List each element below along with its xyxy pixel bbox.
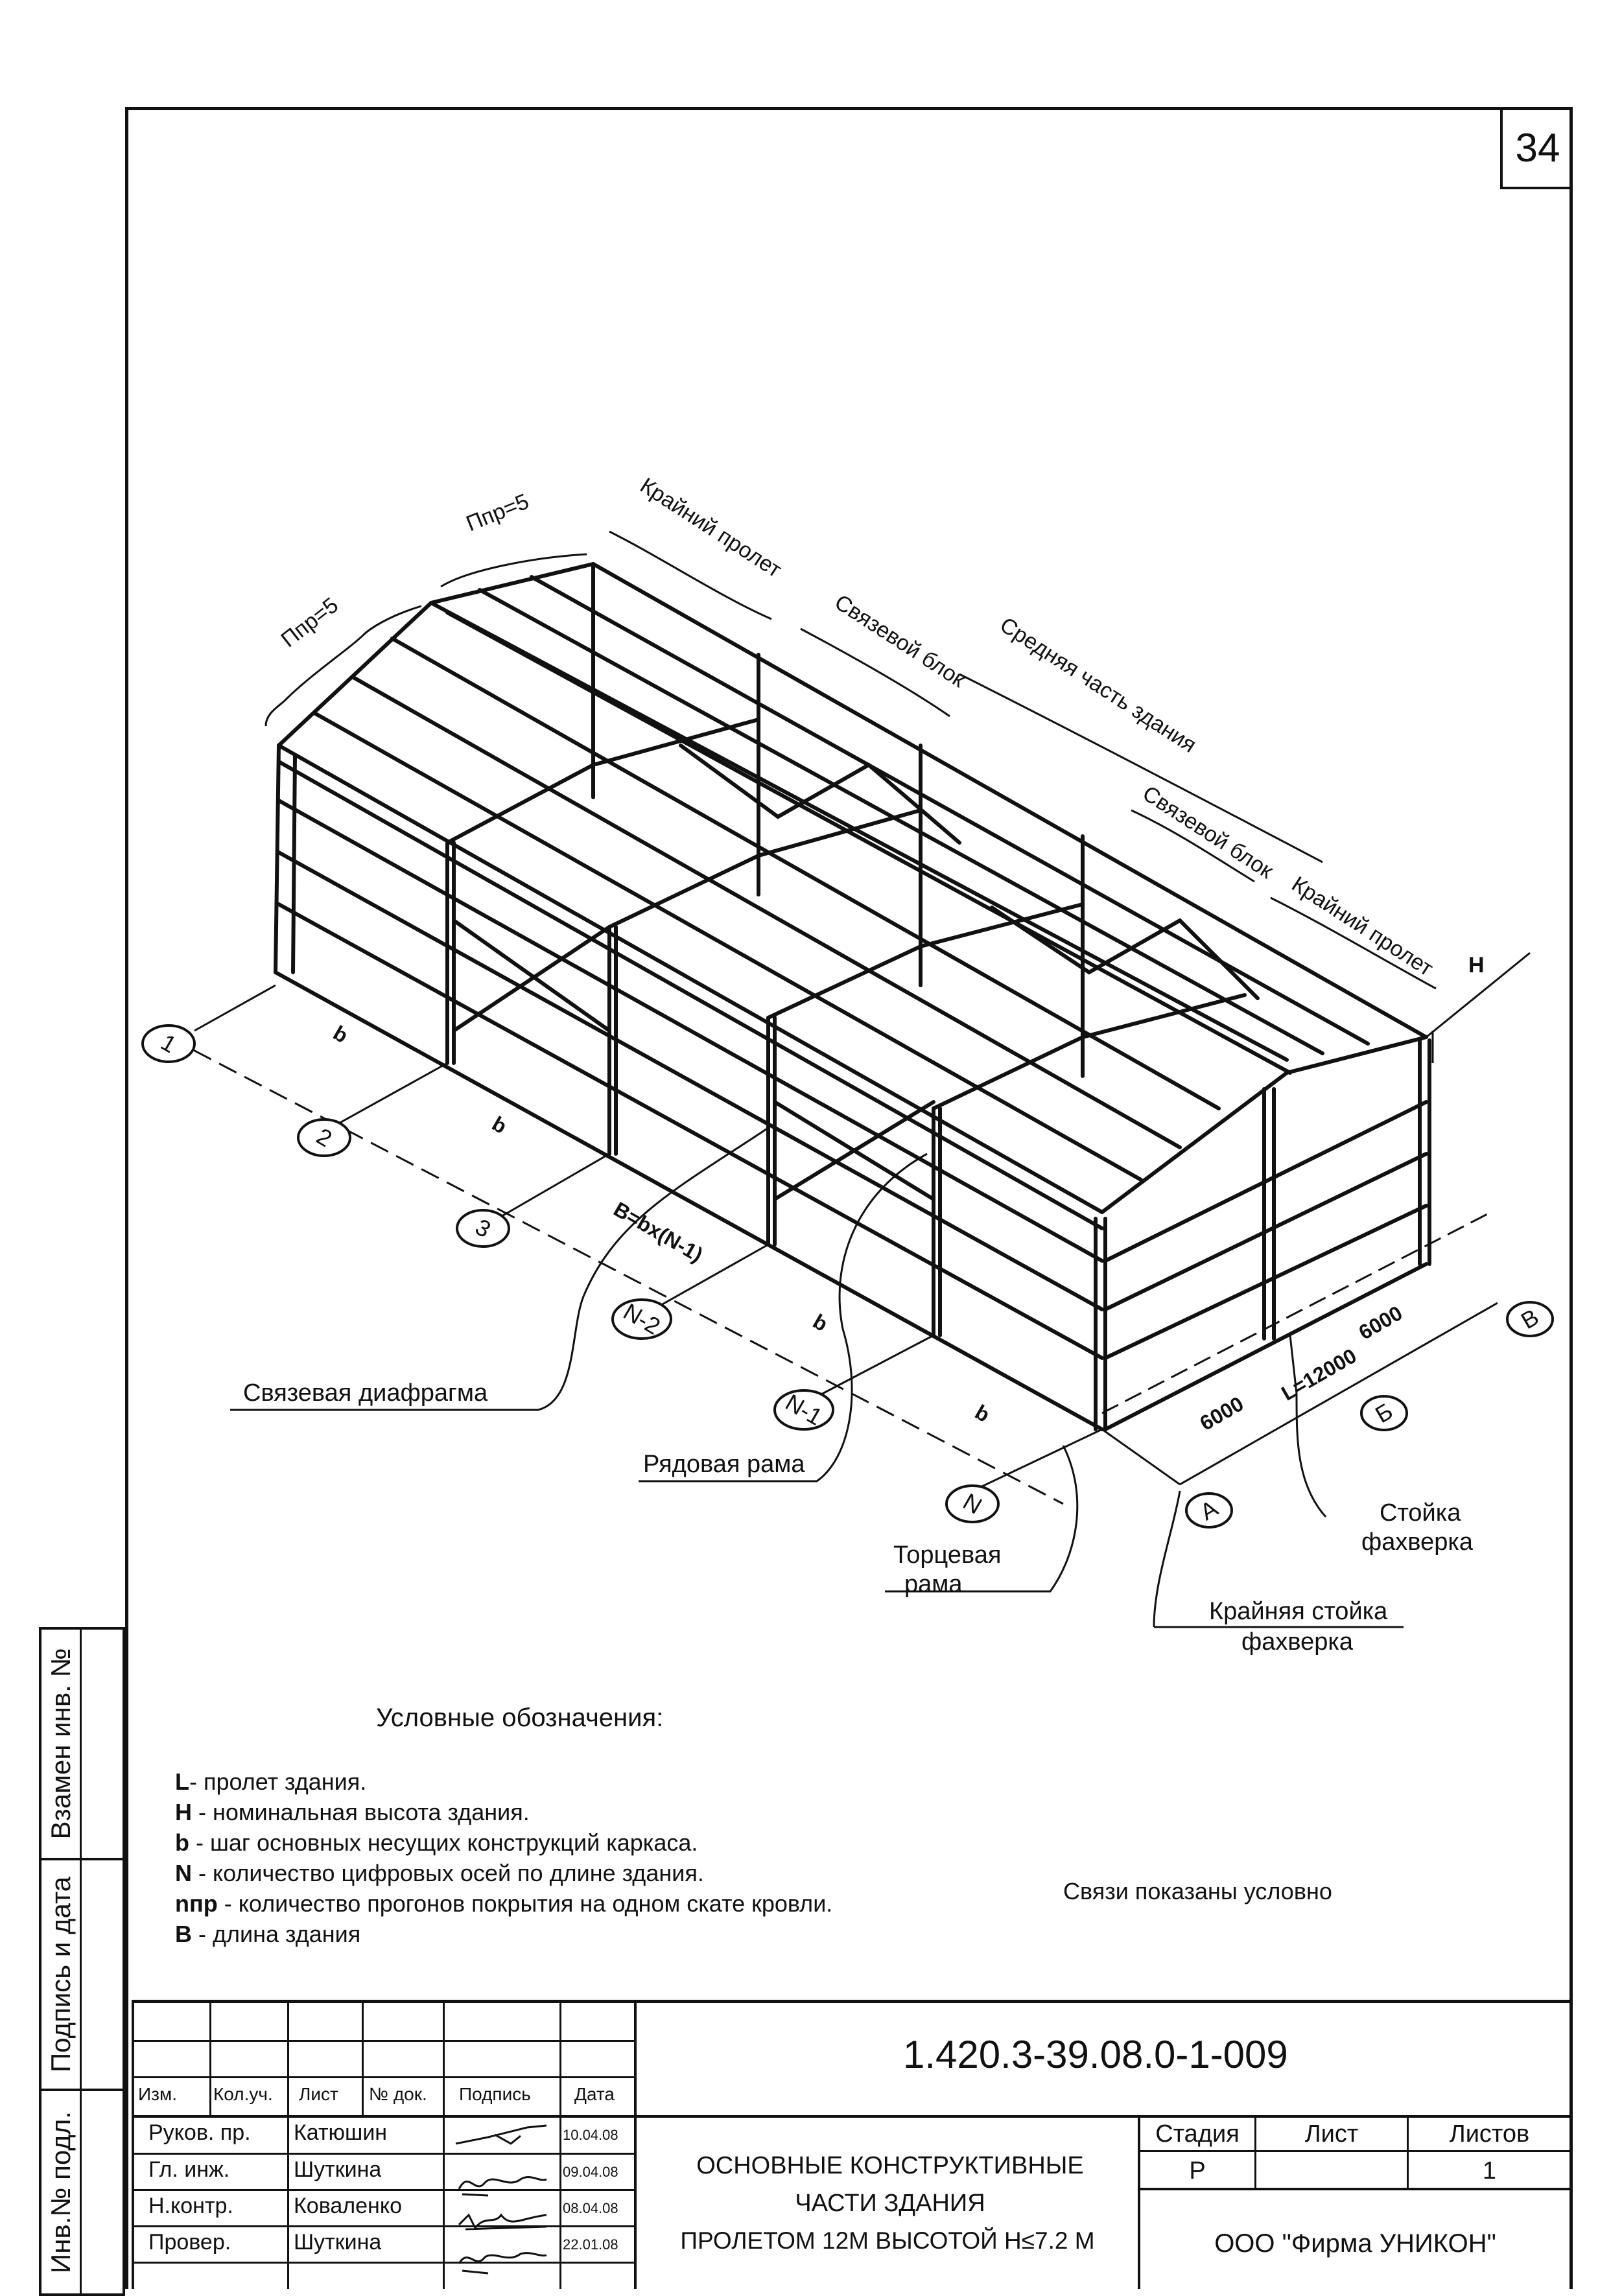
sheets-value: 1 (1482, 2157, 1497, 2185)
label-purlins-right: Ппр=5 (463, 489, 532, 537)
sheets-label: Листов (1449, 2120, 1530, 2148)
callout-end-frame-line2: рама (904, 1571, 963, 1598)
col-header-signature: Подпись (459, 2084, 531, 2104)
stage-value: Р (1189, 2157, 1206, 2185)
label-end-bay-right: Крайний пролет (1287, 872, 1438, 981)
col-header-change: Изм. (138, 2084, 177, 2104)
role-label: Руков. пр. (148, 2120, 251, 2145)
callout-bracing-diaphragm: Связевая диафрагма (243, 1379, 488, 1407)
callout-post-line1: Стойка (1380, 1499, 1461, 1527)
role-name: Шуткина (294, 2157, 382, 2182)
legend-item-n: N - количество цифровых осей по длине зд… (175, 1860, 704, 1886)
dim-b-2: b (488, 1112, 511, 1138)
legend-item-h: H - номинальная высота здания. (175, 1799, 530, 1825)
label-end-bay-left: Крайний пролет (636, 473, 786, 583)
label-bracing-block-left: Связевой блок (830, 590, 970, 693)
signatures (455, 2124, 547, 2275)
legend-item-npr: nпр - количество прогонов покрытия на од… (175, 1890, 833, 1917)
label-middle-part: Средняя часть здания (996, 613, 1201, 758)
col-header-docno: № док. (369, 2084, 427, 2104)
role-date: 09.04.08 (563, 2164, 618, 2180)
role-name: Коваленко (294, 2194, 402, 2218)
callout-end-post-line1: Крайняя стойка (1209, 1598, 1388, 1625)
drawing-title-line3: ПРОЛЕТОМ 12М ВЫСОТОЙ Н≤7.2 М (680, 2227, 1095, 2254)
role-name: Катюшин (294, 2120, 388, 2145)
label-height: H (1468, 953, 1485, 978)
callout-post-line2: фахверка (1361, 1529, 1474, 1556)
doc-code: 1.420.3-39.08.0-1-009 (903, 2033, 1288, 2076)
role-date: 22.01.08 (563, 2236, 618, 2253)
legend-title: Условные обозначения: (376, 1704, 664, 1732)
dim-b-1: b (329, 1021, 352, 1048)
dim-span-a: 6000 (1196, 1392, 1248, 1435)
label-bracing-block-right: Связевой блок (1138, 781, 1278, 884)
callout-end-post-line2: фахверка (1241, 1628, 1354, 1656)
stage-label: Стадия (1155, 2120, 1240, 2148)
role-label: Провер. (148, 2230, 231, 2255)
legend-item-l: L- пролет здания. (175, 1768, 367, 1795)
callout-row-frame: Рядовая рама (643, 1451, 805, 1478)
sheet-number: 34 (1500, 109, 1573, 189)
legend-item-bl: B - длина здания (175, 1921, 361, 1947)
drawing-title-line1: ОСНОВНЫЕ КОНСТРУКТИВНЫЕ (696, 2152, 1084, 2179)
dim-b-4: b (971, 1400, 994, 1427)
drawing-title-line2: ЧАСТИ ЗДАНИЯ (795, 2190, 985, 2217)
role-date: 08.04.08 (563, 2200, 618, 2216)
col-header-qty: Кол.уч. (213, 2084, 273, 2104)
role-label: Н.контр. (148, 2194, 233, 2218)
title-block: 1.420.3-39.08.0-1-009 Изм. Кол.уч. Лист … (132, 2000, 1573, 2289)
legend-item-b: b - шаг основных несущих конструкций кар… (175, 1829, 698, 1856)
dim-b-3: b (809, 1309, 832, 1336)
role-date: 10.04.08 (563, 2127, 618, 2143)
callout-end-frame-line1: Торцевая (893, 1541, 1002, 1569)
dim-span-b: 6000 (1355, 1301, 1407, 1344)
sheet-label: Лист (1304, 2120, 1359, 2148)
company-name: ООО "Фирма УНИКОН" (1214, 2229, 1496, 2258)
col-header-sheet: Лист (299, 2084, 338, 2104)
role-name: Шуткина (294, 2230, 382, 2255)
legend-note: Связи показаны условно (1063, 1878, 1332, 1904)
drawing-frame (125, 107, 1573, 2289)
dim-span-total: L=12000 (1277, 1344, 1360, 1405)
role-label: Гл. инж. (148, 2157, 230, 2182)
col-header-date: Дата (574, 2084, 615, 2104)
label-purlins-left: Ппр=5 (277, 592, 344, 652)
